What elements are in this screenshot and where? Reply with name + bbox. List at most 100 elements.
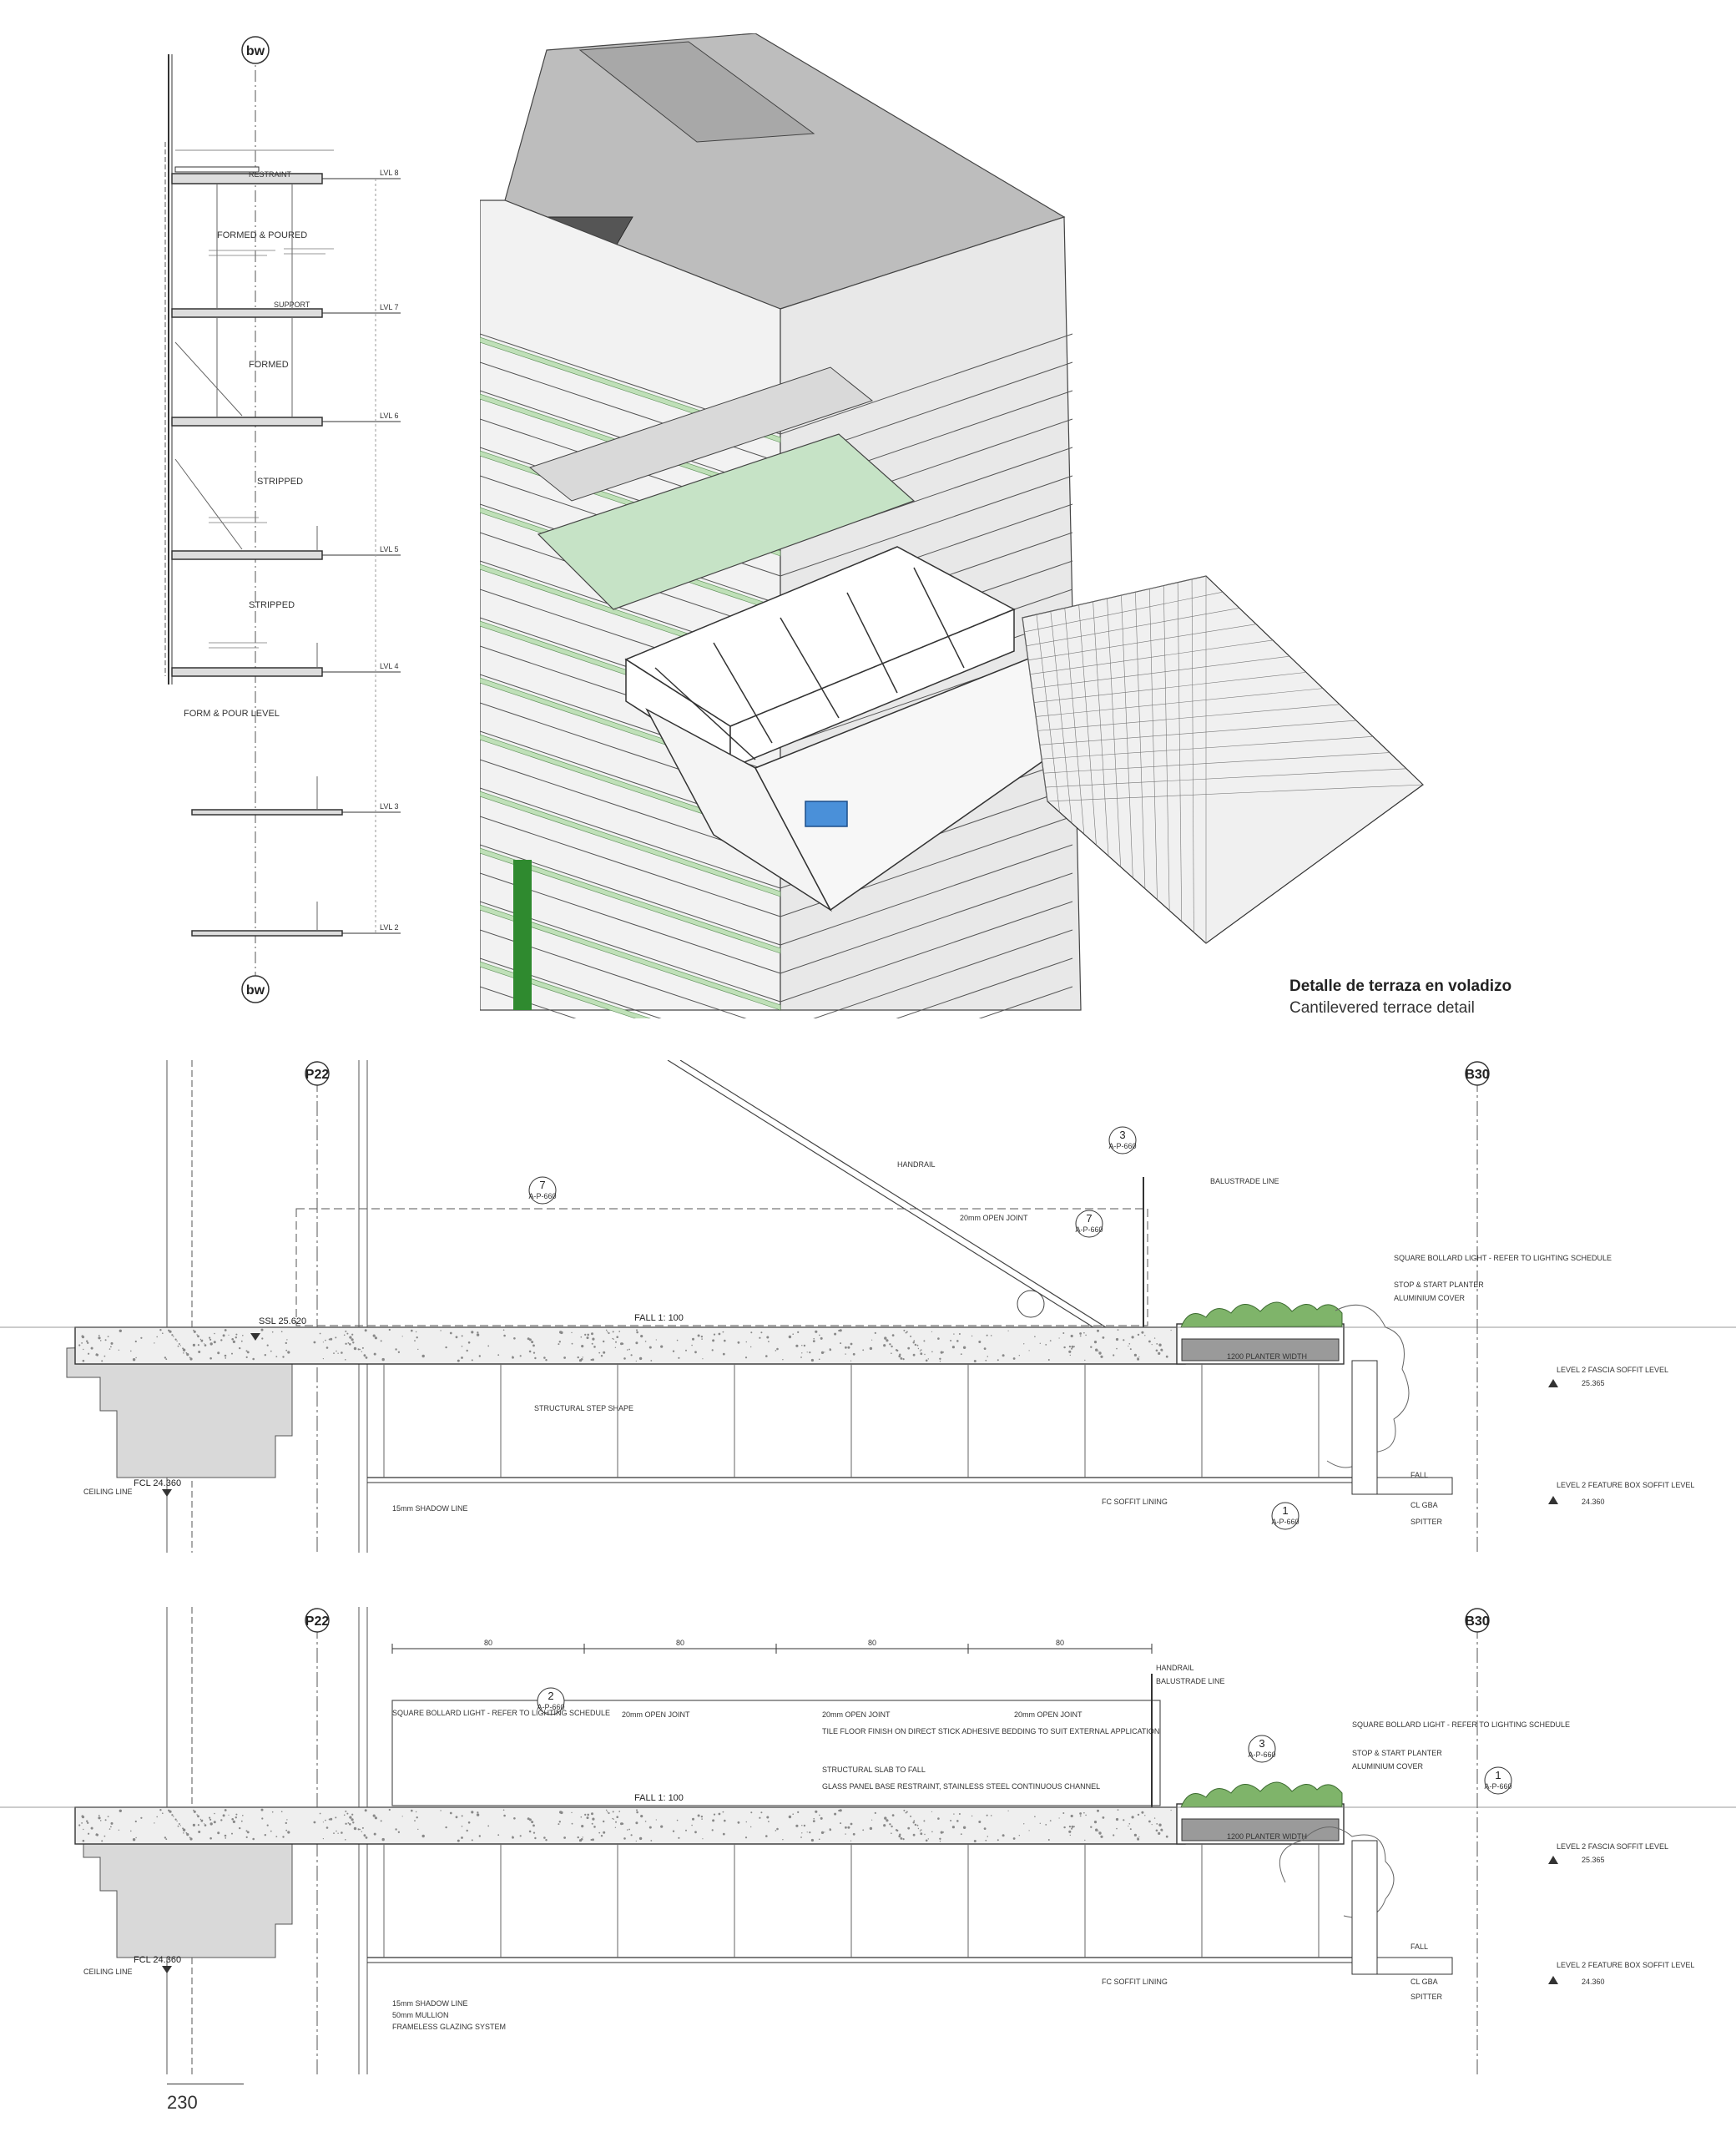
handrail-label: HANDRAIL <box>897 1160 936 1169</box>
glazing-label: FRAMELESS GLAZING SYSTEM <box>392 2023 506 2031</box>
callout-ref: A-P-660 <box>1271 1518 1299 1526</box>
terrace-green <box>537 433 916 610</box>
fascia-label: LEVEL 2 FASCIA SOFFIT LEVEL <box>1557 1366 1668 1374</box>
stop-start-label: STOP & START PLANTER <box>1352 1749 1442 1757</box>
planter-label: 1200 PLANTER WIDTH <box>1227 1352 1307 1361</box>
callout-number: 7 <box>539 1179 545 1191</box>
grid-bubble-bottom <box>241 975 270 1003</box>
feature-value: 24.360 <box>1582 1498 1605 1506</box>
callout-ref: A-P-660 <box>1108 1142 1136 1150</box>
dim-label: 80 <box>484 1639 492 1647</box>
ceiling-label: CEILING LINE <box>83 1968 133 1976</box>
dim-label: 80 <box>676 1639 684 1647</box>
open-joint-label: 20mm OPEN JOINT <box>822 1710 891 1719</box>
grated-canopy <box>1022 575 1424 944</box>
floor-line <box>480 816 781 917</box>
caption-spanish: Detalle de terraza en voladizo <box>1289 978 1512 995</box>
soffit-label: FC SOFFIT LINING <box>1102 1498 1168 1506</box>
callout-number: 7 <box>1086 1212 1092 1225</box>
grid-label-bottom: bw <box>246 983 265 998</box>
stage-label: FORM & POUR LEVEL <box>184 709 280 719</box>
cantilever-box <box>624 546 1082 912</box>
fall-small-label: FALL <box>1410 1471 1428 1479</box>
stage-label: STRIPPED <box>249 600 295 610</box>
figure-caption: Detalle de terraza en voladizo Cantileve… <box>1289 978 1623 1018</box>
shadow-label: 15mm SHADOW LINE <box>392 1999 468 2008</box>
grid-label-b30: B30 <box>1465 1068 1489 1082</box>
fascia-value: 25.365 <box>1582 1856 1605 1864</box>
page-number: 230 <box>167 2092 198 2113</box>
bollard-label: SQUARE BOLLARD LIGHT - REFER TO LIGHTING… <box>1394 1254 1612 1262</box>
planting-strip <box>480 791 781 897</box>
callout-number: 1 <box>1282 1504 1288 1517</box>
glass-label: GLASS PANEL BASE RESTRAINT, STAINLESS ST… <box>822 1782 1100 1791</box>
stage-label: FORMED & POURED <box>217 230 307 240</box>
dim-label: 80 <box>868 1639 876 1647</box>
axonometric-view <box>480 33 1424 1018</box>
stop-start-label: STOP & START PLANTER <box>1394 1281 1484 1289</box>
section-bottom: P22 B30 80 80 80 80 2 A-P-660 3 A-P-660 … <box>0 1607 1736 2074</box>
ceiling-label: CEILING LINE <box>83 1488 133 1496</box>
open-joint-label: 20mm OPEN JOINT <box>960 1214 1028 1222</box>
spitter-label: SPITTER <box>1410 1993 1443 2001</box>
structural-label: STRUCTURAL SLAB TO FALL <box>822 1766 926 1774</box>
grid-label-p22: P22 <box>305 1068 330 1082</box>
level-tag: LVL 5 <box>380 545 399 553</box>
level-tag: LVL 7 <box>380 303 399 311</box>
tile-label: TILE FLOOR FINISH ON DIRECT STICK ADHESI… <box>822 1727 1159 1735</box>
bollard-label-right: SQUARE BOLLARD LIGHT - REFER TO LIGHTING… <box>1352 1720 1570 1729</box>
caption-english: Cantilevered terrace detail <box>1289 999 1475 1017</box>
fcl-label: FCL 24.360 <box>134 1478 181 1488</box>
fall-small-label: FALL <box>1410 1942 1428 1951</box>
feature-label: LEVEL 2 FEATURE BOX SOFFIT LEVEL <box>1557 1961 1694 1969</box>
note-label: SUPPORT <box>274 301 310 309</box>
fascia-label: LEVEL 2 FASCIA SOFFIT LEVEL <box>1557 1842 1668 1851</box>
grid-label-p22: P22 <box>305 1614 330 1629</box>
soffit-label: FC SOFFIT LINING <box>1102 1978 1168 1986</box>
level-tag: LVL 2 <box>380 923 399 932</box>
grid-label-top: bw <box>246 44 265 58</box>
slab <box>74 1806 1186 1845</box>
grid-label-b30: B30 <box>1465 1614 1489 1629</box>
shadow-label: 15mm SHADOW LINE <box>392 1504 468 1513</box>
callout-number: 2 <box>548 1690 553 1702</box>
callout-number: 3 <box>1119 1129 1125 1141</box>
planting-strip <box>480 904 781 1011</box>
callout-ref: A-P-660 <box>537 1703 564 1711</box>
planter-label: 1200 PLANTER WIDTH <box>1227 1832 1307 1841</box>
feature-value: 24.360 <box>1582 1978 1605 1986</box>
level-tag: LVL 3 <box>380 802 399 811</box>
slab <box>74 1326 1186 1365</box>
open-joint-label: 20mm OPEN JOINT <box>1014 1710 1082 1719</box>
wall-section-drawing: bw bw LVL 8 <box>164 36 401 1003</box>
open-joint-label: 20mm OPEN JOINT <box>622 1710 690 1719</box>
balustrade-label: BALUSTRADE LINE <box>1210 1177 1279 1185</box>
bollard-label: SQUARE BOLLARD LIGHT - REFER TO LIGHTING… <box>392 1709 610 1717</box>
callout-ref: A-P-660 <box>1248 1751 1275 1759</box>
alu-cover-label: ALUMINIUM COVER <box>1352 1762 1424 1771</box>
pool <box>805 801 848 827</box>
level-tag: LVL 6 <box>380 412 399 420</box>
note-label: RESTRAINT <box>249 170 292 179</box>
structural-label: STRUCTURAL STEP SHAPE <box>534 1404 633 1412</box>
callout-ref: A-P-660 <box>1075 1225 1103 1234</box>
level-tag: LVL 8 <box>380 169 399 177</box>
stage-label: STRIPPED <box>257 477 303 487</box>
callout-number: 3 <box>1259 1737 1264 1750</box>
planting-strip <box>480 847 781 954</box>
spitter-label: SPITTER <box>1410 1518 1443 1526</box>
stage-label: FORMED <box>249 360 289 370</box>
balustrade-label: BALUSTRADE LINE <box>1156 1677 1225 1685</box>
callout-ref: A-P-660 <box>528 1192 556 1200</box>
mullion-label: 50mm MULLION <box>392 2011 449 2019</box>
floor-line <box>480 787 781 889</box>
callout-number: 1 <box>1495 1769 1501 1781</box>
alu-cover-label: ALUMINIUM COVER <box>1394 1294 1466 1302</box>
callout-ref: A-P-660 <box>1484 1782 1511 1791</box>
cl-gl-label: CL GBA <box>1410 1501 1438 1509</box>
ssl-label: SSL 25.620 <box>259 1316 306 1326</box>
grid-bubble-top <box>241 36 270 64</box>
level-tag: LVL 4 <box>380 662 399 670</box>
section-top: P22 B30 7 A-P-660 7 A-P-660 3 A-P-660 1 … <box>0 1060 1736 1553</box>
dim-label: 80 <box>1056 1639 1064 1647</box>
